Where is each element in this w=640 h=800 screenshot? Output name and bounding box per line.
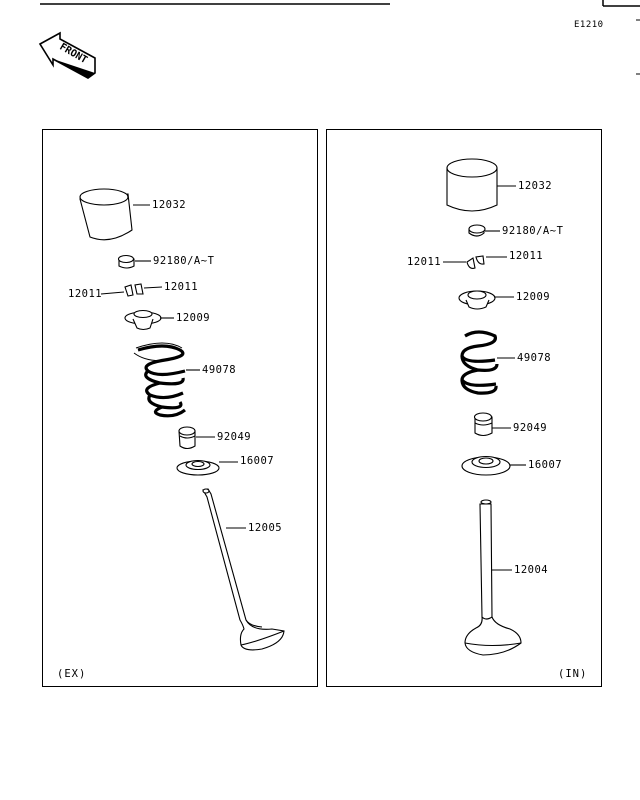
ex-label-cotter-left: 12011 bbox=[68, 288, 103, 300]
in-spring-part bbox=[460, 330, 499, 395]
ex-label-seal: 92049 bbox=[217, 431, 252, 443]
diagram-code: E1210 bbox=[574, 20, 604, 30]
in-label-cotter-left: 12011 bbox=[407, 256, 442, 268]
ex-valve-part bbox=[202, 488, 285, 651]
in-label-valve: 12004 bbox=[514, 564, 549, 576]
in-label-spring: 49078 bbox=[517, 352, 552, 364]
in-label-retainer: 12009 bbox=[516, 291, 551, 303]
in-label-lifter: 12032 bbox=[518, 180, 553, 192]
ex-label-shim: 92180/A~T bbox=[153, 255, 215, 267]
ex-label-retainer: 12009 bbox=[176, 312, 211, 324]
in-shim-part bbox=[468, 224, 486, 237]
in-label-seal: 92049 bbox=[513, 422, 548, 434]
ex-spring-outline bbox=[133, 342, 183, 362]
in-cotters-part bbox=[466, 255, 485, 269]
in-panel-tag: (IN) bbox=[558, 668, 588, 680]
ex-label-spring: 49078 bbox=[202, 364, 237, 376]
ex-cotters-part bbox=[124, 283, 144, 297]
ex-seal-part bbox=[178, 426, 196, 450]
in-label-shim: 92180/A~T bbox=[502, 225, 564, 237]
in-valve-part bbox=[464, 499, 522, 656]
ex-lifter-part bbox=[79, 188, 133, 241]
in-label-cotter-right: 12011 bbox=[509, 250, 544, 262]
in-label-seat: 16007 bbox=[528, 459, 563, 471]
in-lifter-part bbox=[446, 158, 498, 212]
in-retainer-part bbox=[458, 290, 496, 310]
ex-retainer-part bbox=[124, 309, 162, 331]
ex-label-valve: 12005 bbox=[248, 522, 283, 534]
ex-label-cotter-right: 12011 bbox=[164, 281, 199, 293]
ex-shim-part bbox=[117, 254, 135, 269]
ex-label-seat: 16007 bbox=[240, 455, 275, 467]
in-seal-part bbox=[473, 412, 493, 437]
intake-panel bbox=[326, 129, 602, 687]
ex-spring-part bbox=[137, 344, 186, 418]
ex-seat-part bbox=[176, 459, 220, 476]
in-seat-part bbox=[461, 455, 511, 476]
ex-panel-tag: (EX) bbox=[57, 668, 87, 680]
exhaust-panel bbox=[42, 129, 318, 687]
ex-label-lifter: 12032 bbox=[152, 199, 187, 211]
